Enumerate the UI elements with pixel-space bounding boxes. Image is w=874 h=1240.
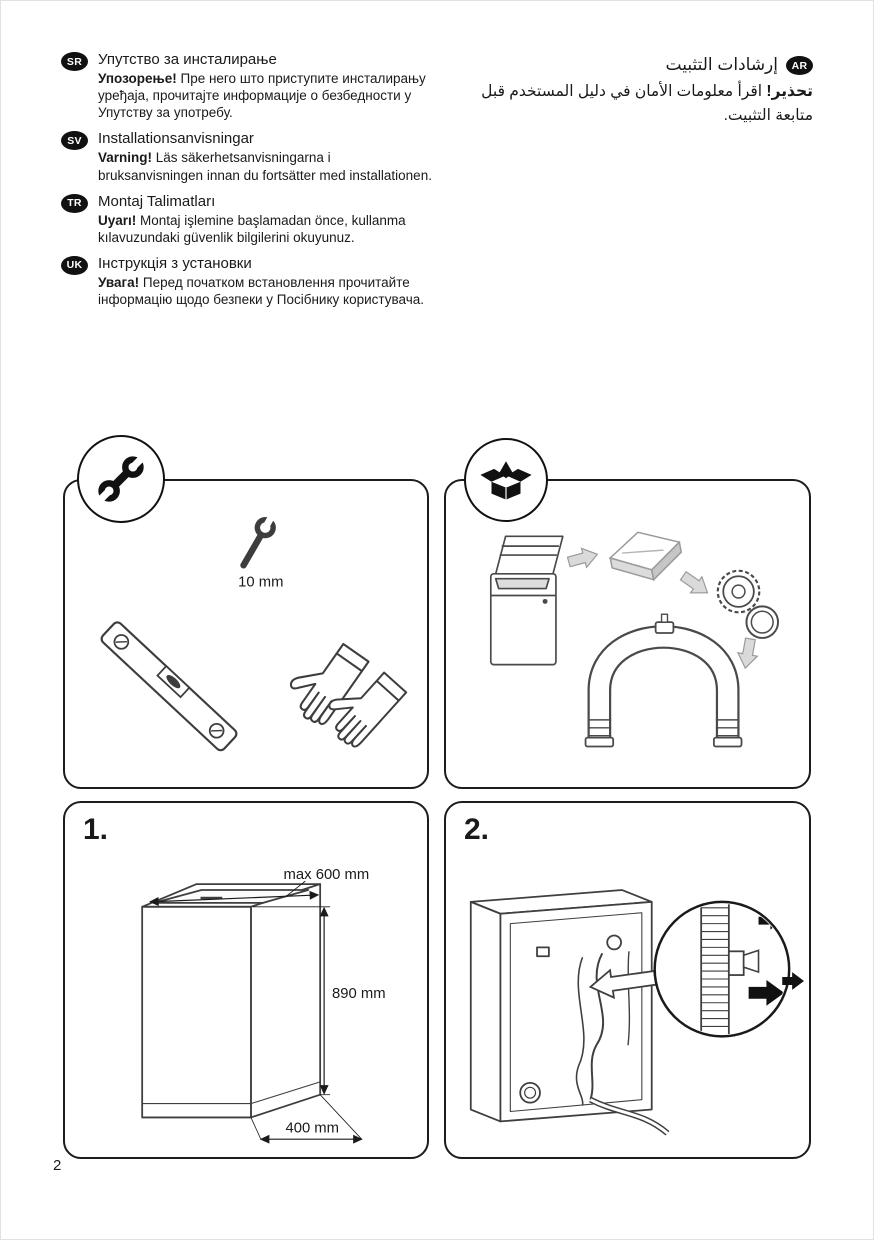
- packaging-insert-illustration: [608, 531, 683, 582]
- step1-dimension-lines: [149, 880, 363, 1144]
- lang-block-tr: TR Montaj Talimatları Uyarı! Montaj işle…: [61, 193, 439, 246]
- step-2-panel: 2.: [444, 801, 811, 1159]
- lang-title-tr: Montaj Talimatları: [98, 192, 216, 210]
- step-1-label: 1.: [83, 813, 109, 846]
- lang-block-uk: UK Інструкція з установки Увага! Перед п…: [61, 255, 439, 308]
- step-2-label: 2.: [464, 813, 490, 846]
- pull-arrow-icon: [748, 980, 785, 1006]
- lang-warning-uk: Увага! Перед початком встановлення прочи…: [98, 274, 424, 308]
- hose-clip: [727, 950, 745, 976]
- dim-width-label: max 600 mm: [284, 867, 370, 883]
- lang-badge-uk: UK: [61, 255, 88, 275]
- tools-illustration: 10 mm: [100, 513, 408, 752]
- lang-badge-tr: TR: [61, 193, 88, 213]
- wrench-size-label: 10 mm: [238, 575, 283, 591]
- lang-warning-tr: Uyarı! Montaj işlemine başlamadan önce, …: [98, 212, 406, 245]
- lang-block-sr: SR Упутство за инсталирање Упозорење! Пр…: [61, 51, 439, 121]
- arrow-right-icon: [566, 547, 599, 569]
- spirit-level-icon: [100, 621, 238, 752]
- lang-block-sv: SV Installationsanvisningar Varning! Läs…: [61, 130, 439, 183]
- gloves-icon: [289, 642, 408, 748]
- outer-arrow-icon: [782, 972, 805, 990]
- unpack-arrow-icons: [566, 547, 759, 670]
- wrench-10mm-icon: [240, 513, 276, 569]
- step1-dimensions-diagram: max 600 mm 890 mm 400 mm: [141, 867, 386, 1144]
- lang-warning-sr: Упозорење! Пре него што приступите инста…: [98, 71, 426, 121]
- page-number: 2: [53, 1157, 62, 1174]
- caps-illustration: [716, 569, 780, 639]
- wrench-icon: [97, 455, 145, 503]
- lang-warning-ar: تحذير! اقرأ معلومات الأمان في دليل المست…: [481, 83, 813, 125]
- tools-panel: 10 mm: [63, 479, 429, 789]
- dim-height-label: 890 mm: [332, 986, 386, 1002]
- step-1-panel: 1.: [63, 801, 429, 1159]
- step1-washer-diagram: [141, 883, 322, 1119]
- unpack-washer-illustration: [489, 535, 564, 666]
- lang-title-sr: Упутство за инсталирање: [98, 51, 277, 68]
- corrugated-hose: [700, 903, 730, 1035]
- lang-badge-ar: AR: [786, 56, 813, 75]
- lang-title-uk: Інструкція з установки: [98, 254, 252, 272]
- unpacking-illustration: [489, 531, 780, 748]
- magnifier-detail: [653, 900, 805, 1038]
- lang-title-sv: Installationsanvisningar: [98, 130, 254, 148]
- lang-title-ar: إرشادات التثبيت: [665, 55, 779, 74]
- step2-hose-removal-diagram: [469, 889, 805, 1136]
- step2-washer-rear-diagram: [469, 889, 670, 1136]
- arrow-down-right-icon: [679, 570, 709, 594]
- unpacking-panel: [444, 479, 811, 789]
- language-column: SR Упутство за инсталирање Упозорење! Пр…: [61, 51, 439, 317]
- lang-badge-sr: SR: [61, 52, 88, 71]
- lang-warning-sv: Varning! Läs säkerhetsanvisningarna i br…: [98, 150, 432, 183]
- tools-circle-badge: [77, 435, 165, 523]
- dim-depth-label: 400 mm: [285, 1120, 339, 1136]
- arrow-down-icon: [736, 637, 759, 670]
- unpacking-circle-badge: [464, 438, 548, 522]
- open-box-icon: [480, 461, 532, 500]
- lang-block-ar: AR إرشادات التثبيت تحذير! اقرأ معلومات ا…: [469, 55, 813, 128]
- drain-hose-guide-illustration: [584, 613, 743, 748]
- lang-badge-sv: SV: [61, 131, 88, 151]
